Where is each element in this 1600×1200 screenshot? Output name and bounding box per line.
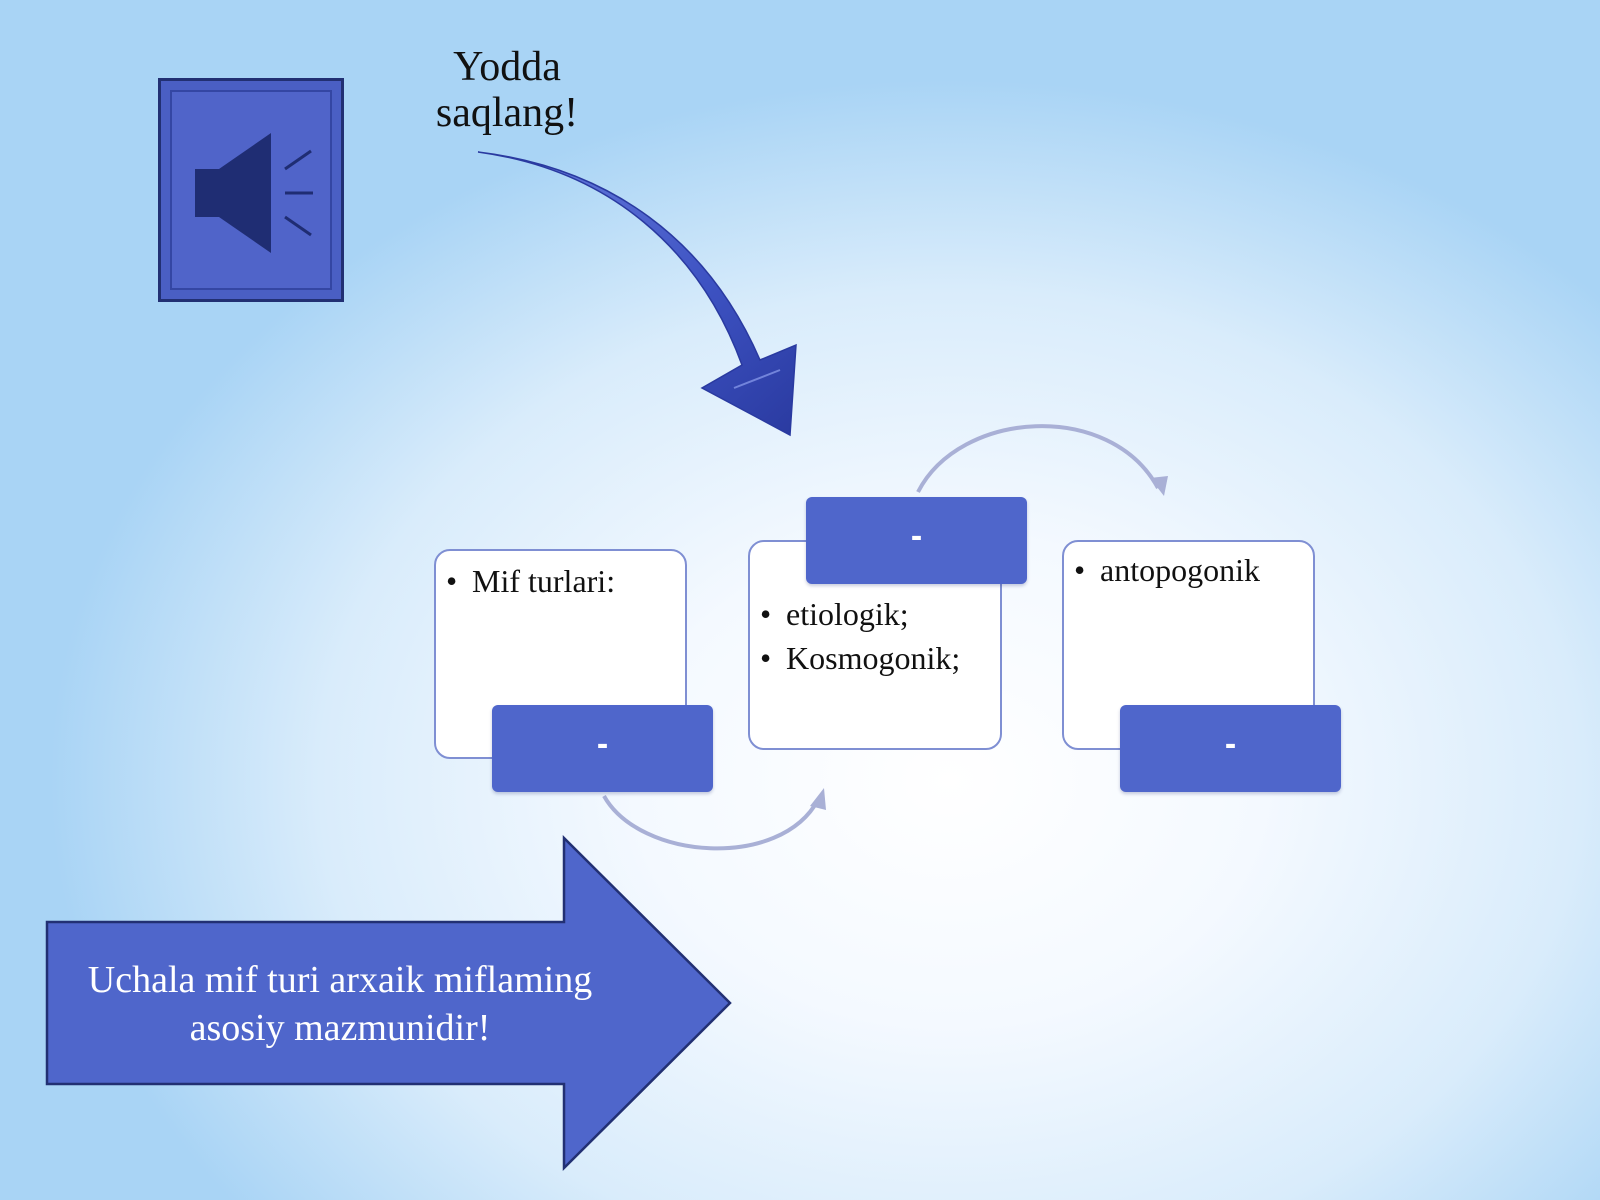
list-item: antopogonik: [1064, 548, 1313, 592]
connector-arc-top: [916, 424, 1168, 496]
speaker-icon: [195, 133, 313, 253]
list-item: Kosmogonik;: [750, 636, 1000, 680]
block-arrow-right-icon: [45, 834, 732, 1172]
conclusion-line1: Uchala mif turi arxaik miflaming: [87, 959, 593, 1001]
connector-arc-bottom: [602, 788, 826, 851]
diagram-label-middle: -: [806, 497, 1027, 584]
list-item: etiologik;: [750, 592, 1000, 636]
list-item: Mif turlari:: [436, 559, 685, 603]
reminder-title-line2: saqlang!: [435, 90, 579, 136]
sound-button[interactable]: [158, 78, 344, 302]
reminder-title: Yodda saqlang!: [400, 44, 614, 136]
conclusion-line2: asosiy mazmunidir!: [189, 1007, 491, 1049]
reminder-title-line1: Yodda: [453, 44, 561, 90]
diagram-label-left: -: [492, 705, 713, 792]
conclusion-text: Uchala mif turi arxaik miflaming asosiy …: [60, 956, 620, 1052]
curved-arrow-down-icon: [477, 151, 797, 437]
diagram-label-right: -: [1120, 705, 1341, 792]
